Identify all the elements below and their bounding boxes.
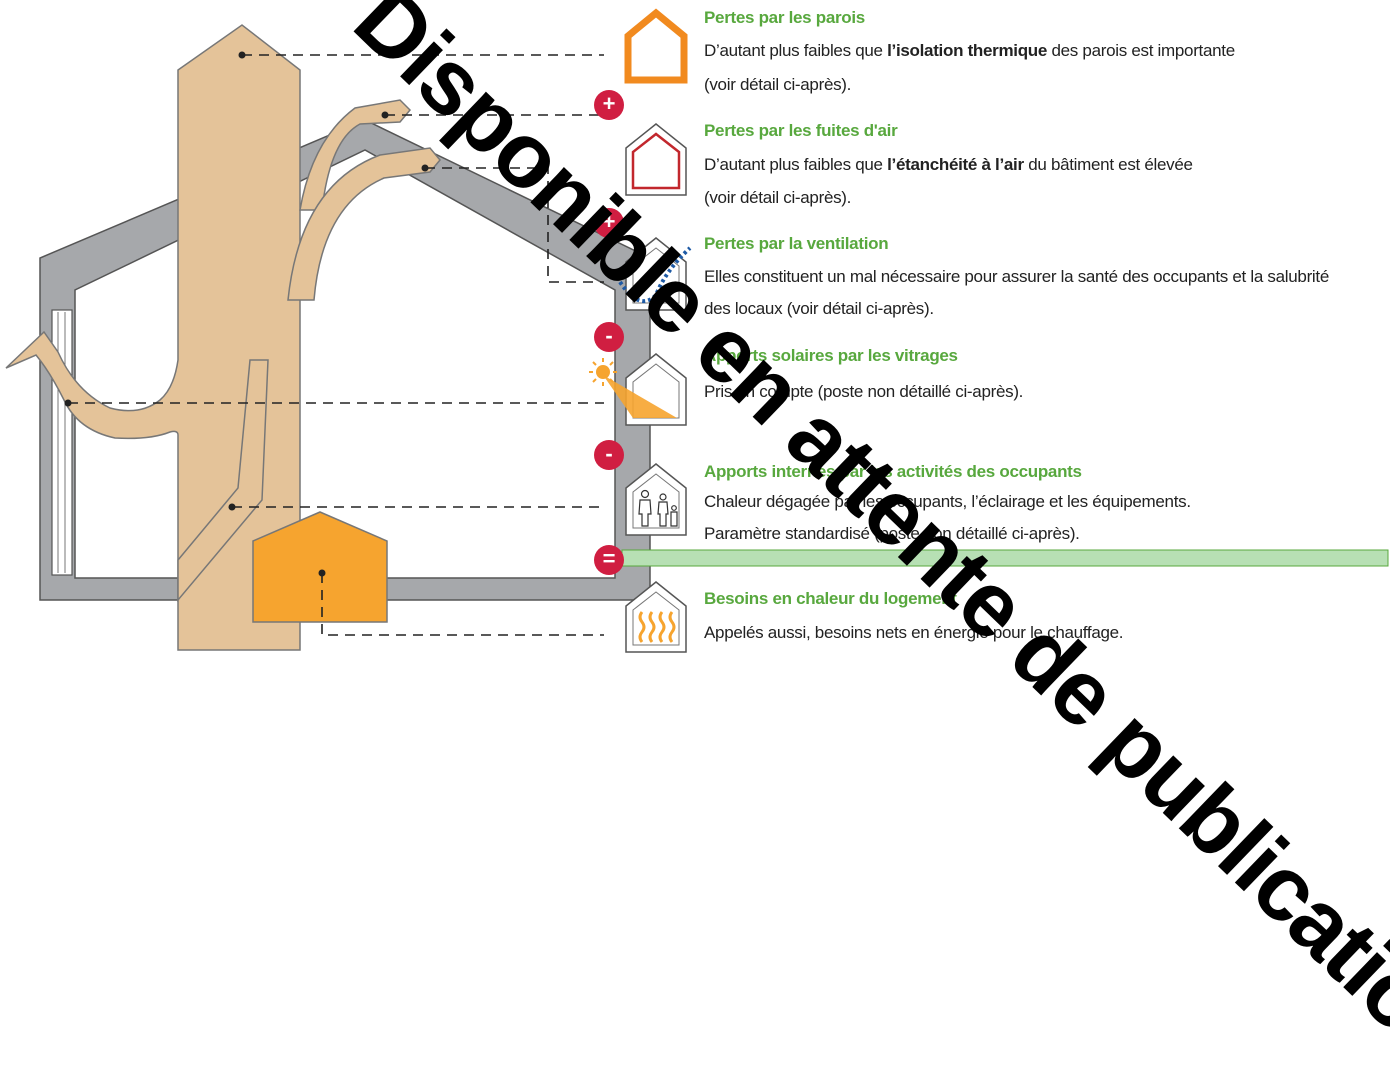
desc-text: Appelés aussi, besoins nets en énergie p… xyxy=(704,623,1124,642)
desc-text: Pris en compte (poste non détaillé ci-ap… xyxy=(704,382,1024,401)
house-wall-icon xyxy=(624,8,688,84)
entry-desc-air-leaks: D’autant plus faibles que l’étanchéité à… xyxy=(704,152,1193,178)
operator-minus-1: - xyxy=(594,322,624,352)
entry-desc2-internal-gains: Paramètre standardisé (poste non détaill… xyxy=(704,524,1080,543)
entry-title-heating-needs: Besoins en chaleur du logement xyxy=(704,589,957,608)
operator-plus-1: + xyxy=(594,90,624,120)
desc-text: Elles constituent un mal nécessaire pour… xyxy=(704,267,1329,286)
desc-text: D’autant plus faibles que xyxy=(704,41,888,60)
entry-title-ventilation: Pertes par la ventilation xyxy=(704,234,889,253)
house-sun-icon xyxy=(589,353,687,426)
entry-desc-internal-gains: Chaleur dégagée par les occupants, l’écl… xyxy=(704,489,1191,515)
house-airtightness-icon xyxy=(625,123,687,196)
heat-flow-main xyxy=(5,24,301,651)
entry-desc2-ventilation: des locaux (voir détail ci-après). xyxy=(704,299,934,318)
separator-bar xyxy=(621,549,1389,567)
heater-block xyxy=(252,511,388,623)
desc-text: Chaleur dégagée par les occupants, l’écl… xyxy=(704,492,1191,511)
house-heating-icon xyxy=(625,581,687,653)
desc-text: des parois est importante xyxy=(1047,41,1235,60)
desc-text: du bâtiment est élevée xyxy=(1023,155,1193,174)
keyword-bold: l’isolation thermique xyxy=(887,41,1048,60)
operator-minus-2: - xyxy=(594,440,624,470)
entry-desc2-air-leaks: (voir détail ci-après). xyxy=(704,188,852,207)
entry-desc-walls: D’autant plus faibles que l’isolation th… xyxy=(704,38,1235,64)
heat-flow-ventilation xyxy=(287,147,441,301)
entry-title-solar-gains: Apports solaires par les vitrages xyxy=(704,346,958,365)
entry-desc-solar-gains: Pris en compte (poste non détaillé ci-ap… xyxy=(704,379,1023,405)
house-occupants-icon xyxy=(625,463,687,536)
entry-desc-ventilation: Elles constituent un mal nécessaire pour… xyxy=(704,264,1329,290)
house-wall xyxy=(39,119,651,601)
entry-title-internal-gains: Apports internes par les activités des o… xyxy=(704,462,1082,481)
heat-flow-internal-gains xyxy=(177,359,269,603)
operator-plus-2: + xyxy=(594,208,624,238)
entry-desc2-walls: (voir détail ci-après). xyxy=(704,75,852,94)
keyword-bold: l’étanchéité à l’air xyxy=(887,155,1024,174)
house-ventilation-icon xyxy=(618,237,692,311)
heat-balance-diagram xyxy=(5,8,1389,653)
heat-flow-air-leak xyxy=(299,99,412,211)
entry-desc-heating-needs: Appelés aussi, besoins nets en énergie p… xyxy=(704,620,1124,646)
desc-text: D’autant plus faibles que xyxy=(704,155,888,174)
entry-title-walls: Pertes par les parois xyxy=(704,8,865,27)
operator-equals: = xyxy=(594,545,624,575)
entry-title-air-leaks: Pertes par les fuites d'air xyxy=(704,121,898,140)
